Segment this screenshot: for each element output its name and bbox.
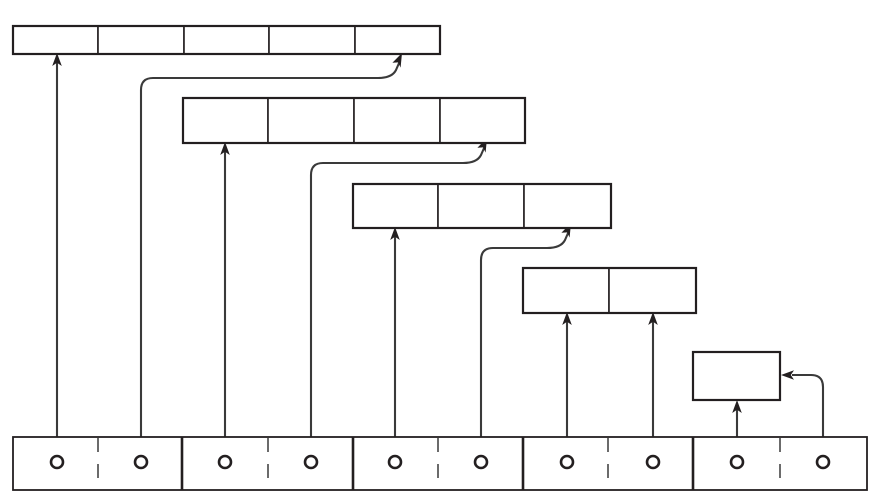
array-2-cell-0[interactable] [182, 97, 269, 144]
array-4-outline [521, 266, 698, 315]
array-1-cell-4[interactable] [354, 25, 441, 55]
array-1-cell-1[interactable] [97, 25, 185, 55]
straight-arrow-4 [562, 312, 572, 452]
array-2[interactable] [181, 96, 527, 145]
edge-layer [52, 53, 825, 452]
array-4-cell-0[interactable] [522, 267, 610, 314]
pointer-node-7[interactable] [645, 454, 661, 470]
array-1-cell-2[interactable] [183, 25, 270, 55]
straight-arrow-2 [220, 142, 230, 452]
array-1-cell-0[interactable] [12, 25, 99, 55]
array-2-cell-2[interactable] [353, 97, 441, 144]
curved-arrow-1 [139, 53, 402, 452]
array-3-cell-2[interactable] [523, 183, 612, 229]
straight-arrow-1 [52, 53, 62, 452]
array-3[interactable] [351, 182, 613, 230]
pointer-node-2[interactable] [217, 454, 233, 470]
pointer-node-3[interactable] [303, 454, 319, 470]
pointer-node-0[interactable] [49, 454, 65, 470]
pointer-row[interactable] [12, 436, 868, 491]
pointer-node-5[interactable] [473, 454, 489, 470]
array-1-outline [11, 24, 442, 56]
array-5-outline [691, 350, 782, 402]
pointer-row-background [12, 436, 868, 491]
pointer-node-9[interactable] [815, 454, 831, 470]
straight-arrow-5 [648, 312, 658, 452]
array-5-cell-0[interactable] [692, 351, 781, 401]
curved-arrow-3 [479, 223, 571, 452]
pointer-node-1[interactable] [133, 454, 149, 470]
array-4[interactable] [521, 266, 698, 315]
array-2-cell-3[interactable] [439, 97, 526, 144]
array-2-outline [181, 96, 527, 145]
array-1[interactable] [11, 24, 442, 56]
array-3-cell-1[interactable] [437, 183, 525, 229]
array-3-outline [351, 182, 613, 230]
array-4-cell-1[interactable] [608, 267, 697, 314]
curved-arrow-4 [781, 370, 825, 452]
array-5[interactable] [691, 350, 782, 402]
pointer-node-4[interactable] [387, 454, 403, 470]
array-1-cell-3[interactable] [268, 25, 356, 55]
array-3-cell-0[interactable] [352, 183, 439, 229]
array-2-cell-1[interactable] [267, 97, 355, 144]
pointer-node-6[interactable] [559, 454, 575, 470]
pointer-node-8[interactable] [729, 454, 745, 470]
straight-arrow-3 [390, 227, 400, 452]
